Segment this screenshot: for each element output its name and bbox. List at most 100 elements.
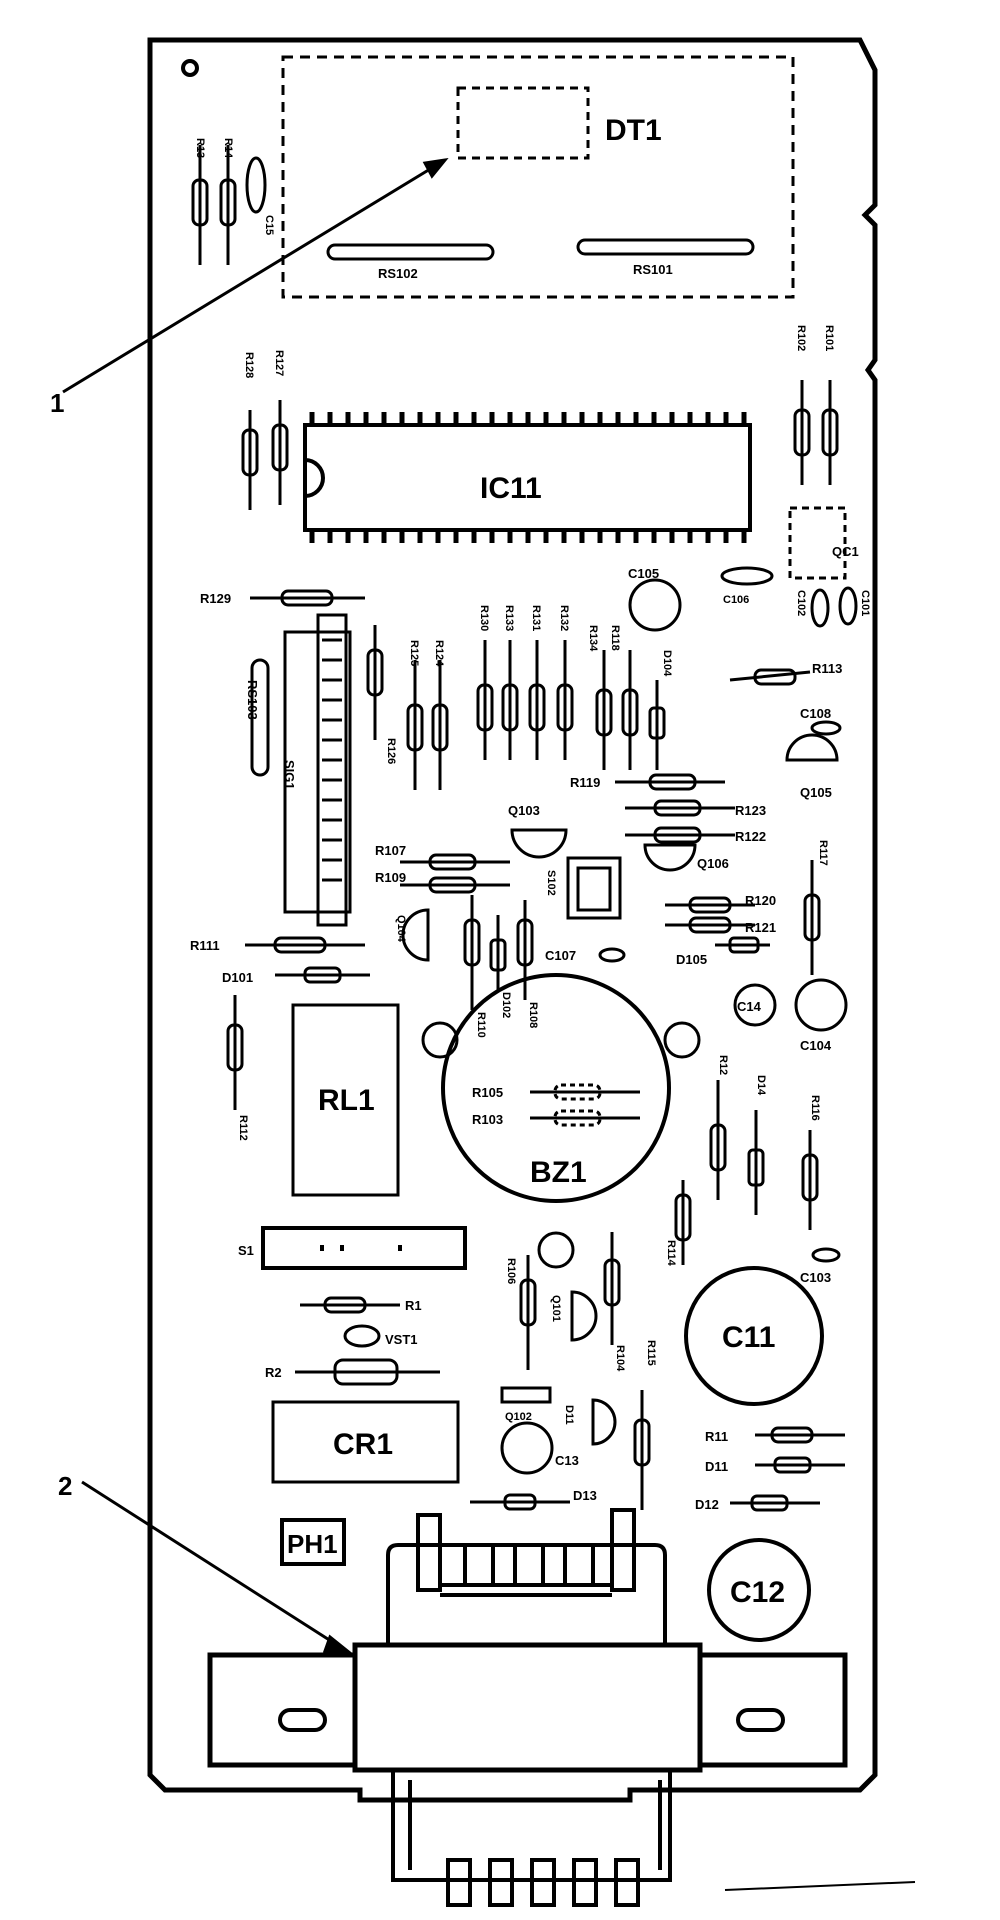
buzzer-mount-bottom: [537, 1231, 575, 1269]
r112-label: R112: [237, 1115, 249, 1141]
r113-label: R113: [812, 661, 842, 676]
diode-d12: [730, 1494, 820, 1512]
r1-label: R1: [405, 1298, 422, 1313]
diode-d11b: [755, 1456, 845, 1474]
resistor-r14: [219, 145, 237, 265]
r104-label: R104: [614, 1345, 626, 1372]
d14-label: D14: [755, 1075, 767, 1096]
d11b-label: D11: [705, 1459, 728, 1474]
resistor-r2: [295, 1358, 440, 1386]
resistor-r129: [250, 589, 365, 607]
r109-label: R109: [375, 870, 406, 885]
d101-label: D101: [222, 970, 253, 985]
diode-d105: [715, 936, 770, 954]
r11-label: R11: [705, 1429, 728, 1444]
vst1-label: VST1: [385, 1332, 418, 1347]
resistor-r107: [400, 853, 510, 871]
relay-rl1: [291, 1003, 400, 1197]
capacitor-c106: [720, 566, 774, 586]
capacitor-c103: [811, 1247, 841, 1263]
d12-label: D12: [695, 1497, 719, 1512]
q102-label: Q102: [505, 1411, 532, 1423]
c11-label: C11: [722, 1321, 775, 1354]
r133-label: R133: [503, 605, 515, 631]
resistor-r12: [709, 1080, 727, 1200]
transistor-q104: [401, 908, 430, 962]
ph1-label: PH1: [287, 1529, 338, 1559]
resistor-r103: [530, 1109, 640, 1127]
r108-label: R108: [527, 1002, 539, 1028]
switch-s102: [566, 856, 622, 920]
switch-s1: [261, 1226, 467, 1270]
resistor-r11: [755, 1426, 845, 1444]
r107-label: R107: [375, 843, 406, 858]
rs103-strip: [250, 658, 270, 777]
c101-label: C101: [859, 590, 871, 616]
resistor-r123: [625, 799, 735, 817]
resistor-r114: [674, 1180, 692, 1265]
r103-label: R103: [472, 1112, 503, 1127]
sig1-connector-inner: [316, 613, 348, 927]
resistor-r118: [621, 650, 639, 770]
r134-label: R134: [587, 625, 599, 652]
callout-1-number: 1: [50, 388, 64, 418]
resistor-r111: [245, 936, 365, 954]
r122-label: R122: [735, 829, 766, 844]
r129-label: R129: [200, 591, 231, 606]
c102-label: C102: [795, 590, 807, 616]
buzzer-mount-left: [421, 1021, 459, 1059]
resistor-r112: [226, 995, 244, 1110]
r117-label: R117: [817, 840, 829, 866]
c13-label: C13: [555, 1453, 579, 1468]
r105-label: R105: [472, 1085, 503, 1100]
r121-label: R121: [745, 920, 776, 935]
d11-label: D11: [563, 1405, 575, 1425]
r130-label: R130: [478, 605, 490, 631]
r102-label: R102: [795, 325, 807, 351]
ic11-label: IC11: [480, 472, 542, 505]
capacitor-c107: [598, 947, 626, 963]
q102-tab: [500, 1386, 552, 1404]
transistor-q105: [785, 733, 839, 762]
resistor-r13: [191, 145, 209, 265]
c15-label: C15: [263, 215, 275, 235]
stray-line: [724, 1881, 916, 1891]
c104-label: C104: [800, 1038, 832, 1053]
r128-label: R128: [243, 352, 255, 378]
r13-label: R13: [194, 138, 206, 158]
board-outline: [147, 37, 878, 1803]
transistor-q103: [510, 828, 568, 859]
resistor-r133: [501, 640, 519, 760]
r2-label: R2: [265, 1365, 282, 1380]
resistor-r101: [821, 380, 839, 485]
resistor-r102: [793, 380, 811, 485]
resistor-r120: [665, 896, 755, 914]
resistor-r130: [476, 640, 494, 760]
callout-2-number: 2: [58, 1471, 72, 1501]
resistor-r119: [615, 773, 725, 791]
diode-d13: [470, 1493, 570, 1511]
resistor-r128: [241, 410, 259, 510]
q101-label: Q101: [550, 1295, 562, 1322]
capacitor-c11: [684, 1266, 824, 1406]
r111-label: R111: [190, 938, 220, 953]
resistor-r122: [625, 826, 735, 844]
rs102-label: RS102: [378, 266, 418, 281]
rs102-strip: [326, 243, 495, 261]
c106-label: C106: [723, 594, 749, 606]
r12-label: R12: [717, 1055, 729, 1075]
d13-label: D13: [573, 1488, 597, 1503]
cr1-label: CR1: [333, 1428, 393, 1461]
resistor-r113: [729, 668, 811, 686]
callout-2-arrowhead: [322, 1634, 355, 1655]
s1-label: S1: [238, 1243, 254, 1258]
resistor-r104: [603, 1232, 621, 1345]
r101-label: R101: [823, 325, 835, 351]
r116-label: R116: [809, 1095, 821, 1121]
r119-label: R119: [570, 775, 600, 790]
q105-label: Q105: [800, 785, 832, 800]
sig1-pins: [322, 638, 342, 882]
q106-label: Q106: [697, 856, 729, 871]
transistor-q106: [643, 843, 697, 872]
sig1-label: SIG1: [282, 760, 297, 790]
